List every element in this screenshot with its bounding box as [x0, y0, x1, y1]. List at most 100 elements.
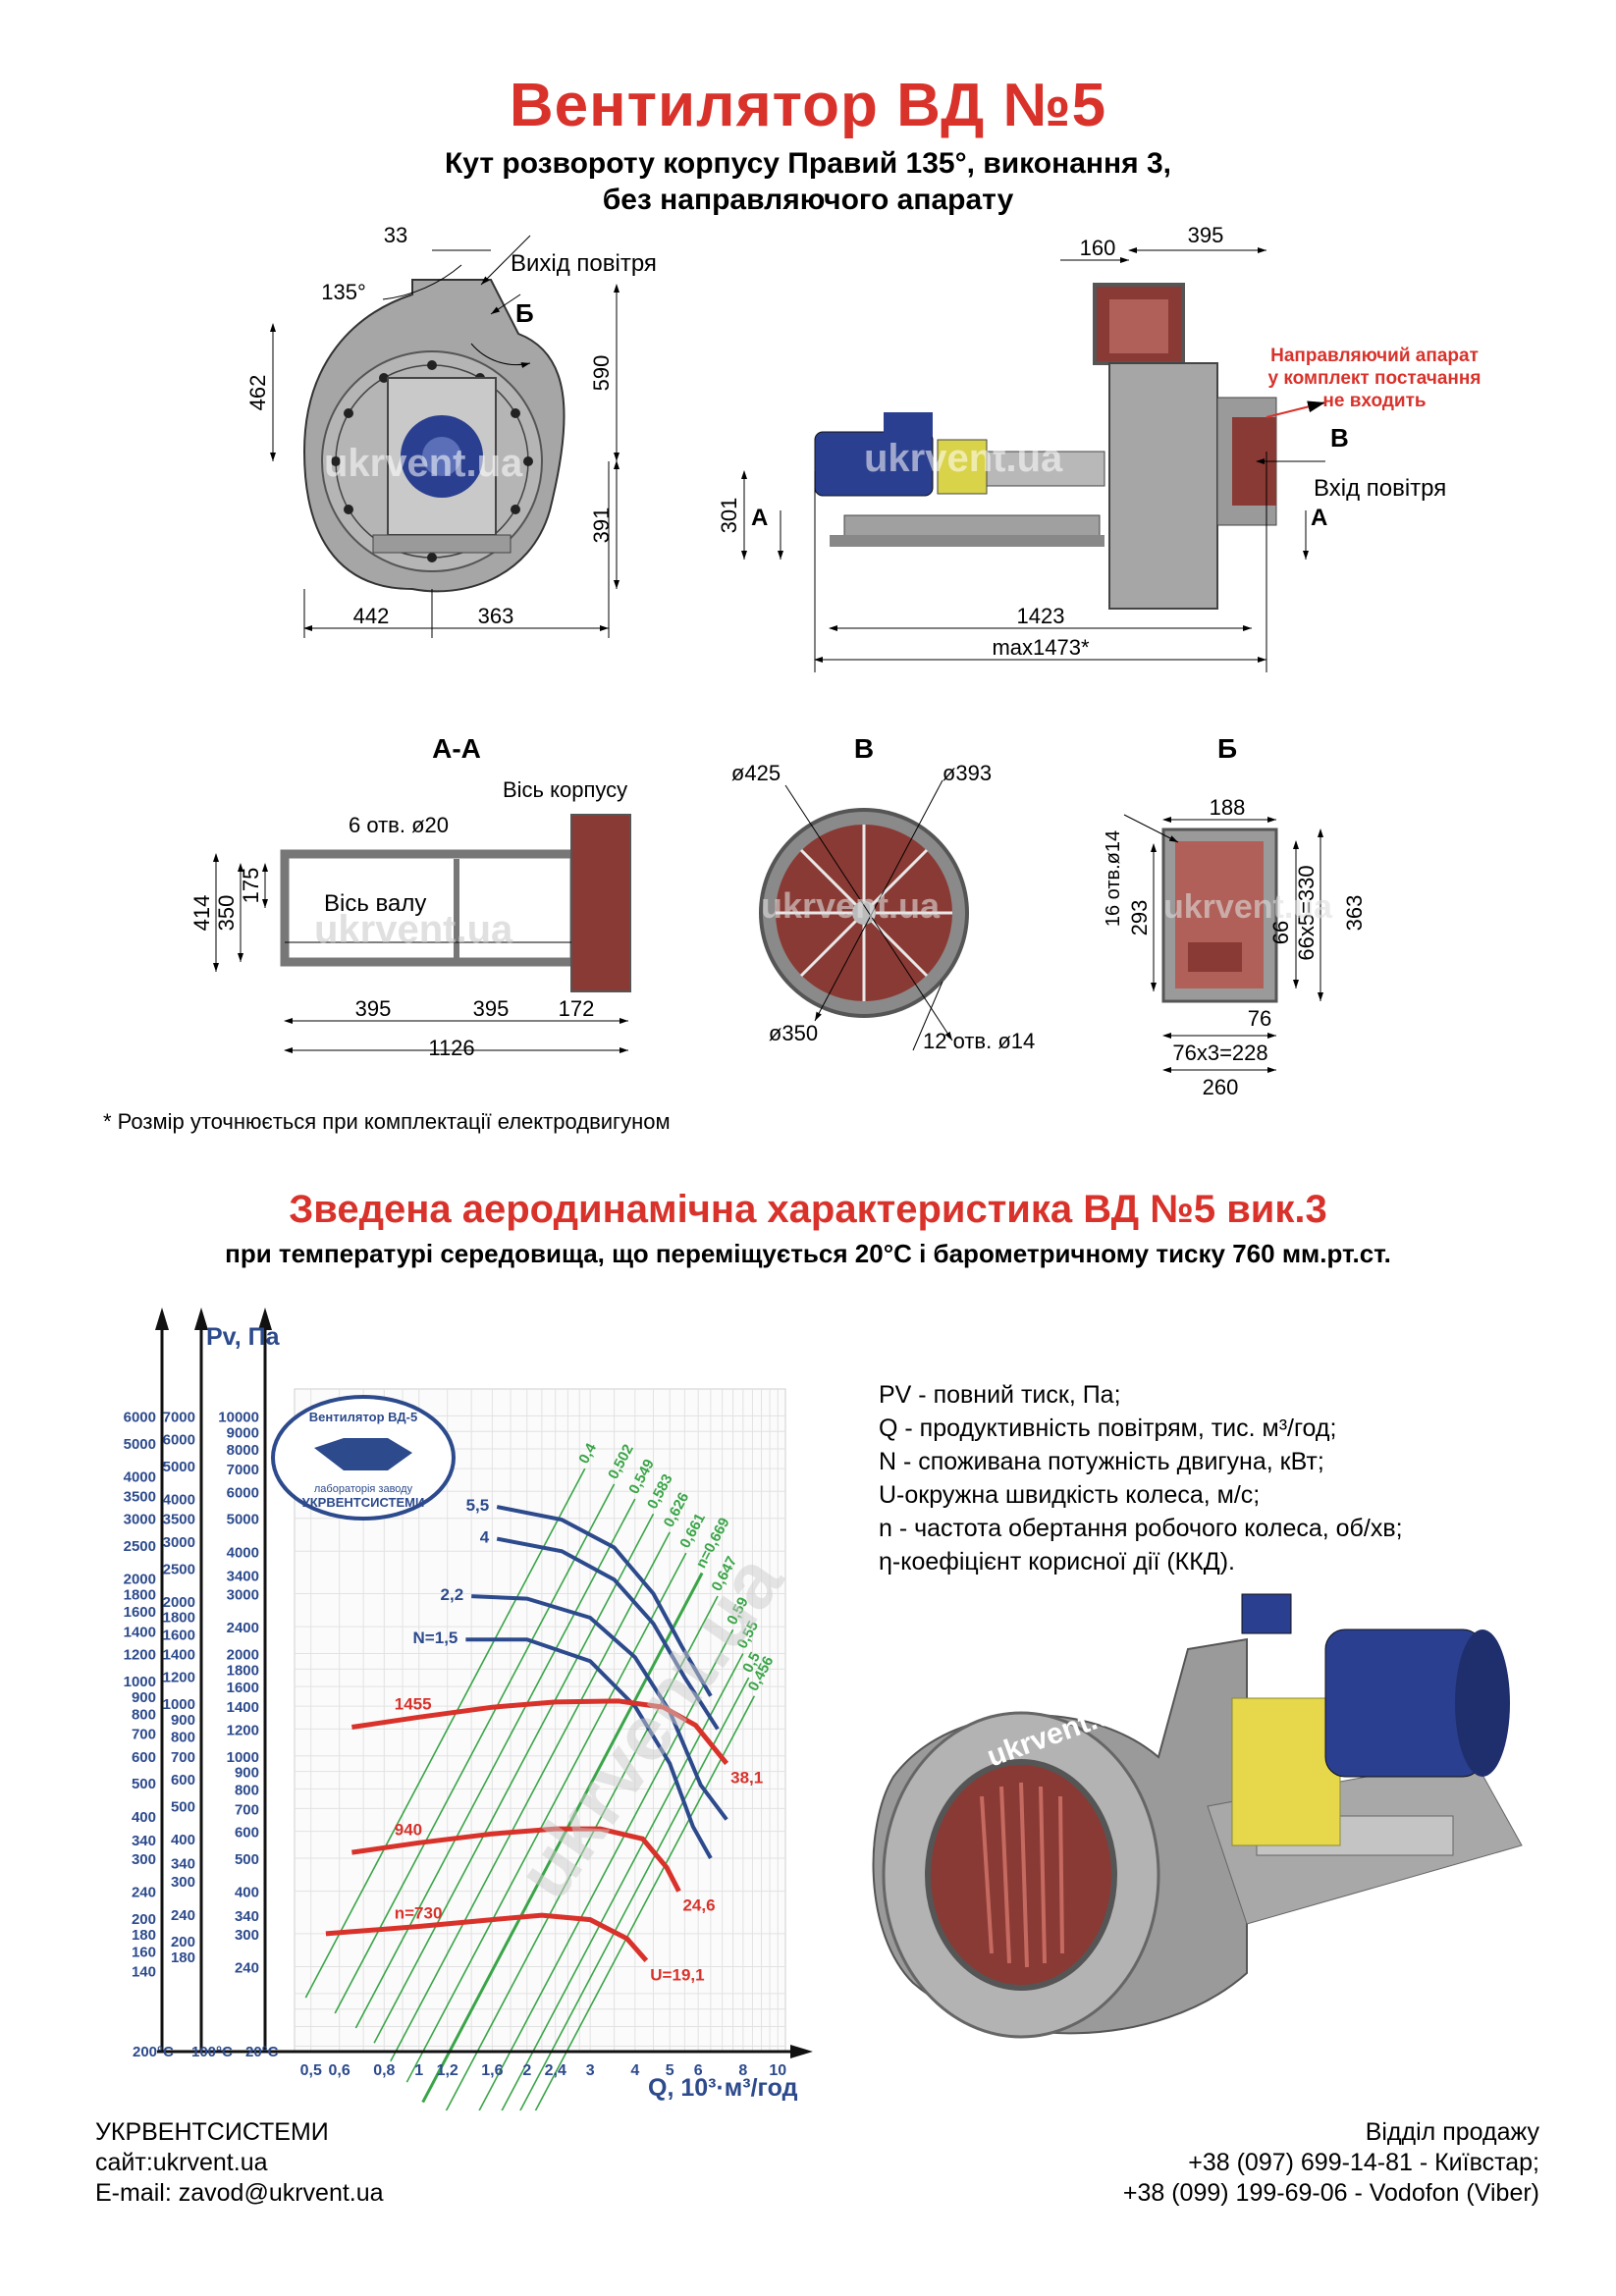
- y-tick-label: 5000: [227, 1512, 259, 1528]
- legend-item: U-окружна швидкість колеса, м/с;: [879, 1481, 1261, 1509]
- y-axis-100-label: 100°С: [191, 2044, 233, 2060]
- side-dim-max: max1473*: [992, 635, 1090, 660]
- efficiency-line: [390, 1531, 671, 2062]
- b-dim-66: 66: [1268, 921, 1293, 944]
- badge-line1: Вентилятор ВД-5: [309, 1410, 417, 1424]
- y-tick-label: 7000: [227, 1462, 259, 1478]
- y-axis-arrow: [258, 1308, 272, 1330]
- speed-curve: [325, 1912, 649, 1962]
- efficiency-line: [421, 1572, 704, 2104]
- y-tick-label: 2000: [163, 1594, 195, 1611]
- y-tick-label: 1400: [124, 1624, 156, 1640]
- chart-y-label: Pv, Па: [206, 1323, 281, 1351]
- y-tick-label: 700: [235, 1801, 259, 1818]
- y-tick-label: 500: [171, 1798, 195, 1815]
- y-tick-label: 1200: [163, 1670, 195, 1686]
- watermark-aa: ukrvent.ua: [314, 908, 513, 951]
- badge-line2: лабораторія заводу: [314, 1483, 413, 1495]
- legend-item: n - частота обертання робочого колеса, о…: [879, 1515, 1403, 1542]
- efficiency-line: [405, 1552, 687, 2083]
- phone-kyivstar[interactable]: +38 (097) 699-14-81 - Київстар;: [1188, 2149, 1539, 2176]
- x-tick-label: 5: [666, 2062, 674, 2079]
- aa-dim-172: 172: [559, 996, 595, 1021]
- power-curve-label: 4: [480, 1528, 490, 1547]
- front-dim-right-bottom: 391: [589, 507, 614, 544]
- y-axis-arrow: [194, 1308, 208, 1330]
- side-dim-160: 160: [1080, 236, 1116, 260]
- speed-curve: [351, 1698, 729, 1766]
- y-tick-label: 200: [132, 1911, 156, 1928]
- technical-drawings: 33 Вихід повітря 135° Б 462 590 391 442 …: [189, 223, 1481, 1099]
- y-tick-label: 340: [171, 1855, 195, 1872]
- x-tick-label: 1: [414, 2062, 423, 2079]
- watermark-side: ukrvent.ua: [864, 437, 1063, 480]
- fan-3d-illustration: ukrvent.ua: [872, 1593, 1523, 2039]
- y-tick-label: 1800: [124, 1587, 156, 1604]
- y-tick-label: 5000: [124, 1436, 156, 1453]
- side-dim-395: 395: [1188, 223, 1224, 247]
- power-curve: [465, 1637, 713, 1859]
- y-tick-label: 400: [171, 1832, 195, 1848]
- y-tick-label: 1200: [227, 1722, 259, 1738]
- section2-subtitle: при температурі середовища, що переміщує…: [225, 1239, 1391, 1268]
- power-curve: [496, 1536, 720, 1731]
- y-tick-label: 300: [235, 1927, 259, 1944]
- tip-speed-label: 38,1: [730, 1768, 763, 1787]
- b-dim-188: 188: [1210, 795, 1246, 820]
- phone-vodafone[interactable]: +38 (099) 199-69-06 - Vodofon (Viber): [1122, 2179, 1539, 2207]
- y-tick-label: 600: [171, 1772, 195, 1789]
- legend-item: Q - продуктивність повітрям, тис. м³/год…: [879, 1415, 1337, 1442]
- b-dim-260: 260: [1203, 1075, 1239, 1099]
- y-tick-label: 3000: [163, 1534, 195, 1551]
- aa-dim-395a: 395: [355, 996, 392, 1021]
- y-tick-label: 1200: [124, 1647, 156, 1664]
- y-tick-label: 1000: [163, 1696, 195, 1713]
- y-tick-label: 1600: [124, 1604, 156, 1621]
- speed-curve-label: n=730: [395, 1904, 443, 1923]
- power-curve-label: 2,2: [441, 1585, 464, 1604]
- y-tick-label: 4000: [124, 1468, 156, 1485]
- x-tick-label: 3: [586, 2062, 595, 2079]
- y-tick-label: 6000: [163, 1432, 195, 1449]
- y-tick-label: 2000: [227, 1647, 259, 1664]
- y-tick-label: 160: [132, 1945, 156, 1961]
- v-d393: ø393: [943, 761, 992, 785]
- email-link[interactable]: E-mail: zavod@ukrvent.ua: [95, 2179, 384, 2207]
- page-subtitle-line2: без направляючого апарату: [602, 184, 1014, 216]
- front-arrow-b: Б: [515, 298, 534, 328]
- side-dim-301: 301: [717, 498, 741, 534]
- y-tick-label: 900: [132, 1689, 156, 1706]
- company-name: УКРВЕНТСИСТЕМИ: [95, 2118, 329, 2146]
- y-tick-label: 600: [235, 1825, 259, 1842]
- x-tick-label: 0,6: [329, 2062, 350, 2079]
- y-tick-label: 900: [235, 1765, 259, 1782]
- x-tick-label: 1,6: [481, 2062, 503, 2079]
- x-tick-label: 0,5: [300, 2062, 322, 2079]
- section-v-drawing: [759, 779, 969, 1051]
- y-tick-label: 1800: [163, 1610, 195, 1627]
- y-tick-label: 200: [171, 1934, 195, 1950]
- front-dim-bottom-left: 442: [353, 604, 390, 628]
- legend-item: η-коефіцієнт корисної дії (ККД).: [879, 1548, 1235, 1575]
- y-tick-label: 180: [132, 1927, 156, 1944]
- body-axis-label: Вісь корпусу: [503, 777, 627, 802]
- y-tick-label: 4000: [163, 1492, 195, 1509]
- y-tick-label: 600: [132, 1749, 156, 1766]
- y-tick-label: 3400: [227, 1569, 259, 1585]
- y-tick-label: 4000: [227, 1544, 259, 1561]
- chart-axes: 6000500040003500300025002000180016001400…: [124, 1308, 813, 2079]
- power-curve-label: 5,5: [466, 1496, 490, 1515]
- y-tick-label: 5000: [163, 1459, 195, 1475]
- section-b-title: Б: [1217, 733, 1237, 764]
- y-tick-label: 500: [235, 1851, 259, 1868]
- footer-contacts: УКРВЕНТСИСТЕМИ сайт:ukrvent.ua E-mail: z…: [95, 2117, 384, 2209]
- site-link[interactable]: сайт:ukrvent.ua: [95, 2149, 268, 2176]
- aa-dim-1126: 1126: [428, 1036, 474, 1060]
- y-tick-label: 400: [132, 1809, 156, 1826]
- power-curve: [496, 1505, 713, 1697]
- y-tick-label: 900: [171, 1712, 195, 1729]
- side-arrow-a-left: А: [751, 505, 768, 531]
- watermark-v: ukrvent.ua: [761, 885, 941, 926]
- air-in-label: Вхід повітря: [1314, 475, 1446, 502]
